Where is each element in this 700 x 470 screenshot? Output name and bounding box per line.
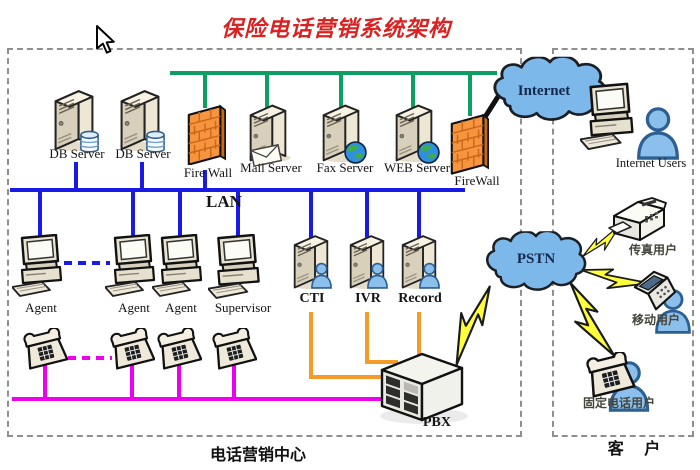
page-title: 保险电话营销系统架构 bbox=[220, 16, 452, 42]
bolt-pstn-mobile bbox=[577, 257, 651, 303]
db-server-2-icon bbox=[118, 90, 166, 153]
supervisor-icon bbox=[208, 234, 260, 300]
db-server-1-label: DB Server bbox=[49, 146, 105, 161]
bolt-pstn-fixed bbox=[560, 276, 616, 366]
backbone-lines bbox=[170, 71, 497, 116]
agent-2-icon bbox=[105, 234, 156, 298]
firewall-1-icon bbox=[187, 105, 227, 165]
agent-1-label: Agent bbox=[25, 300, 57, 315]
phone-3-icon bbox=[156, 328, 202, 370]
bolt-pstn-pbx bbox=[435, 280, 504, 366]
fax-server-label: Fax Server bbox=[316, 160, 374, 175]
cti-server-icon bbox=[292, 235, 334, 290]
record-server-icon bbox=[400, 235, 442, 290]
pbx-link-lines bbox=[309, 312, 421, 379]
ivr-server-icon bbox=[348, 235, 390, 290]
cti-label: CTI bbox=[299, 291, 325, 306]
internet-users-label: Internet Users bbox=[615, 156, 687, 170]
phone-1-icon bbox=[22, 328, 68, 370]
firewall-2-icon bbox=[450, 114, 490, 175]
customer-zone-caption: 客 户 bbox=[607, 441, 669, 458]
lan-label: LAN bbox=[206, 192, 242, 211]
record-label: Record bbox=[398, 291, 442, 306]
center-zone-caption: 电话营销中心 bbox=[209, 447, 307, 464]
supervisor-label: Supervisor bbox=[214, 300, 272, 315]
phone-4-icon bbox=[211, 328, 257, 370]
phone-2-icon bbox=[109, 328, 155, 370]
agent-3-label: Agent bbox=[165, 300, 197, 315]
mail-server-label: Mail Server bbox=[240, 160, 302, 175]
web-server-label: WEB Server bbox=[383, 160, 451, 175]
agent-1-icon bbox=[12, 234, 63, 298]
lan-lines bbox=[10, 162, 465, 265]
fax-machine-icon bbox=[608, 196, 668, 242]
mobile-user-label: 移动用户 bbox=[631, 313, 681, 327]
firewall-2-label: FireWall bbox=[454, 173, 500, 188]
internet-cloud-label: Internet bbox=[517, 83, 571, 99]
agent-3-icon bbox=[152, 234, 203, 298]
fax-server-icon bbox=[320, 104, 367, 164]
web-server-icon bbox=[393, 104, 440, 164]
db-server-1-icon bbox=[52, 90, 100, 153]
mail-server-icon bbox=[247, 104, 292, 166]
firewall-1-label: Fire Wall bbox=[183, 165, 233, 180]
fax-user-label: 传真用户 bbox=[628, 243, 678, 257]
pbx-icon bbox=[380, 352, 468, 424]
mouse-cursor bbox=[96, 25, 115, 54]
db-server-2-label: DB Server bbox=[115, 146, 171, 161]
internet-users-icon bbox=[580, 82, 679, 160]
ivr-label: IVR bbox=[355, 291, 381, 306]
pstn-cloud-label: PSTN bbox=[516, 251, 556, 267]
pbx-label: PBX bbox=[423, 415, 451, 430]
fixed-line-user-label: 固定电话用户 bbox=[582, 396, 656, 410]
agent-2-label: Agent bbox=[118, 300, 150, 315]
